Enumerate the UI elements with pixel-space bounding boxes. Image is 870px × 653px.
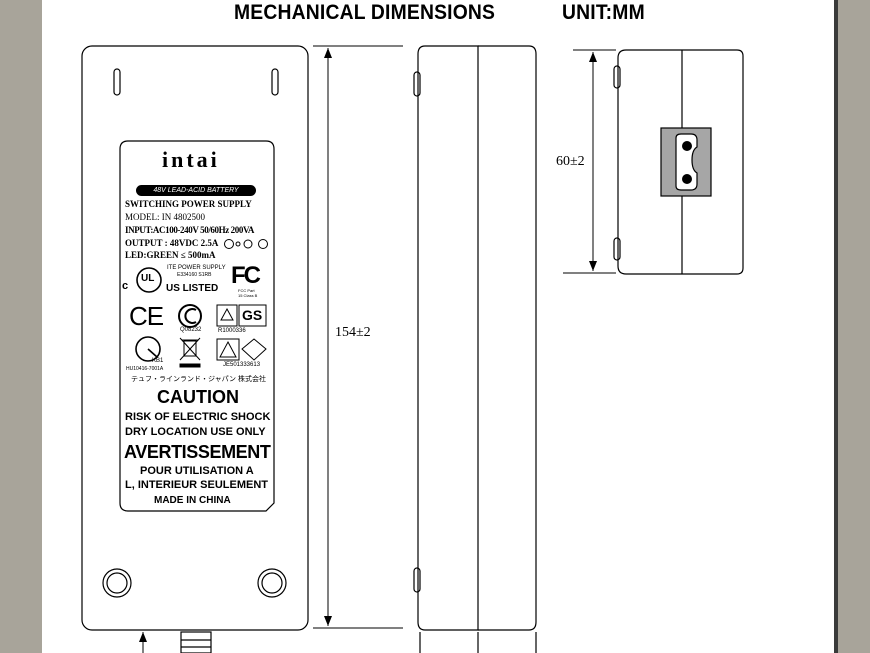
kc-code: HU10416-7001A xyxy=(126,366,164,372)
avert-line-1: POUR UTILISATION A xyxy=(140,465,254,477)
us-listed-text: US LISTED xyxy=(166,283,219,294)
label-line-type: SWITCHING POWER SUPPLY xyxy=(125,199,252,209)
pse-diamond-icon xyxy=(241,338,267,361)
ite-text: ITE POWER SUPPLY xyxy=(167,265,226,271)
ce-mark: CE xyxy=(129,301,164,331)
weee-bin-icon xyxy=(183,340,197,357)
side-slot-bottom xyxy=(413,567,421,593)
pse-mark-icon xyxy=(216,338,240,361)
gs-mark-icon xyxy=(238,304,267,327)
drawing-sheet xyxy=(42,0,834,653)
label-led: LED:GREEN ≤ 500mA xyxy=(125,250,216,260)
length-dimension xyxy=(313,45,403,629)
caution-line-1: RISK OF ELECTRIC SHOCK xyxy=(125,411,271,423)
avertissement-title: AVERTISSEMENT xyxy=(124,442,271,462)
brand-logo: intai xyxy=(162,147,220,172)
kc-mark-icon xyxy=(135,336,161,362)
end-slot-top xyxy=(613,65,621,89)
fcc-mark: FC xyxy=(231,262,261,289)
battery-tag: 48V LEAD-ACID BATTERY xyxy=(136,185,256,196)
cable-boot xyxy=(180,631,212,653)
gs-code: R1000336 xyxy=(218,328,246,334)
drawing-title: MECHANICAL DIMENSIONS xyxy=(234,1,496,24)
length-dimension-text: 154±2 xyxy=(335,325,371,340)
label-symbols xyxy=(135,239,268,368)
end-body-outline xyxy=(617,49,744,275)
pse-code: JE501333613 xyxy=(223,362,261,368)
ccc-code: Q08232 xyxy=(180,327,202,333)
product-label-outline xyxy=(119,140,275,512)
ccc-mark-icon xyxy=(178,304,202,328)
label-model: MODEL: IN 4802500 xyxy=(125,212,205,222)
inlet-pin-bottom xyxy=(682,174,692,184)
width-dimension xyxy=(563,49,616,274)
ac-inlet-c8 xyxy=(660,127,712,197)
side-body-left xyxy=(417,45,479,631)
made-in-label: MADE IN CHINA xyxy=(154,495,231,506)
label-output: OUTPUT : 48VDC 2.5A xyxy=(125,238,219,248)
ul-c-text: c xyxy=(122,280,129,292)
foot-right xyxy=(257,568,287,598)
foot-left xyxy=(102,568,132,598)
sheet-shadow xyxy=(834,0,838,653)
ite-code: E334160 S1RB xyxy=(177,272,212,278)
fcc-note: FCC Part 15 Class B xyxy=(238,288,258,298)
label-input: INPUT:AC100-240V 50/60Hz 200VA xyxy=(125,225,254,235)
ul-mark-icon xyxy=(136,267,162,293)
front-view xyxy=(81,45,309,653)
width-dimension-text: 60±2 xyxy=(556,154,585,169)
caution-title: CAUTION xyxy=(157,387,239,407)
safety-mark-icon xyxy=(216,304,238,327)
side-body-right xyxy=(478,45,537,631)
gs-text: GS xyxy=(242,307,263,323)
adapter-body-outline xyxy=(81,45,309,631)
polarity-icon xyxy=(224,239,234,249)
caution-line-2: DRY LOCATION USE ONLY xyxy=(125,426,266,438)
japan-tuv-line: テュフ・ラインランド・ジャパン 株式会社 xyxy=(131,376,266,383)
vent-slot-right xyxy=(271,68,279,96)
end-slot-bottom xyxy=(613,237,621,261)
ul-text: UL xyxy=(141,273,155,284)
vent-slot-left xyxy=(113,68,121,96)
inlet-socket-icon xyxy=(675,133,698,191)
side-view xyxy=(413,45,537,653)
side-slot-top xyxy=(413,71,421,97)
kc-mark-text: KB1 xyxy=(152,358,164,364)
avert-line-2: L, INTERIEUR SEULEMENT xyxy=(125,479,269,491)
unit-label: UNIT:MM xyxy=(562,1,645,24)
inlet-pin-top xyxy=(682,141,692,151)
